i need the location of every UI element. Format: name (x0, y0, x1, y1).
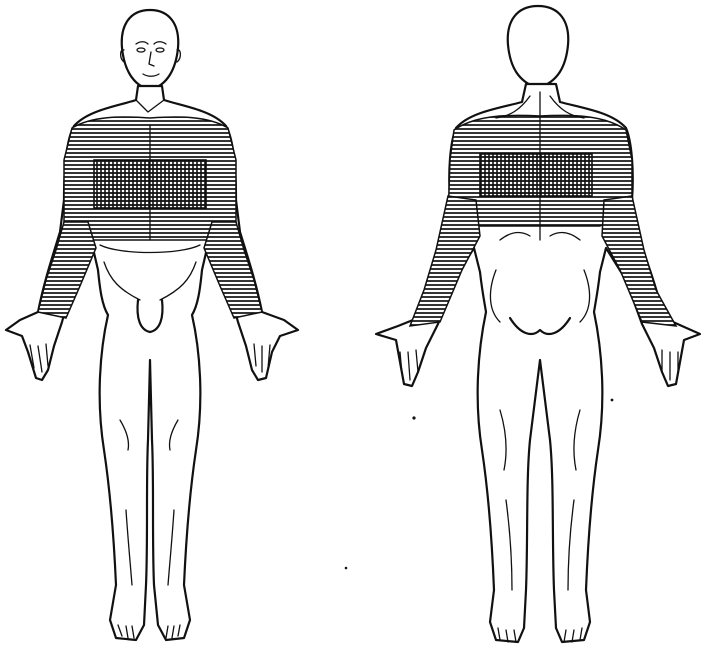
front-body-outline (6, 10, 298, 640)
print-speck (412, 416, 415, 419)
front-view-figure (6, 10, 298, 640)
print-speck (345, 567, 348, 570)
front-right-arm-band (204, 222, 262, 318)
back-mid-back-block (480, 154, 592, 196)
front-left-arm-band (38, 222, 96, 318)
back-left-arm-band (410, 196, 480, 326)
print-speck (611, 399, 614, 402)
back-view-figure (376, 6, 700, 642)
